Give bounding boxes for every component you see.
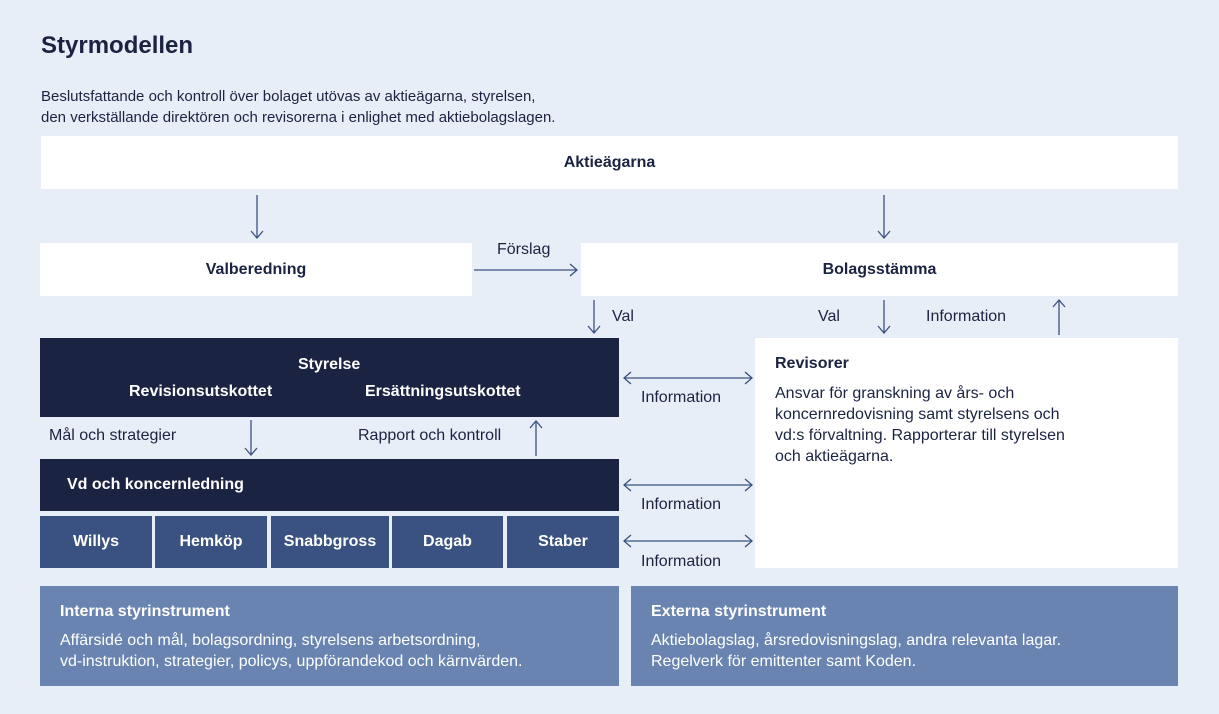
shareholders-box: Aktieägarna: [41, 136, 1178, 189]
auditors-text-line: och aktieägarna.: [775, 448, 894, 465]
unit-dagab: Dagab: [392, 516, 503, 568]
internal-instruments-box: Interna styrinstrument Affärsidé och mål…: [40, 586, 619, 686]
info-board-label: Information: [641, 389, 722, 406]
internal-instruments-line: vd-instruktion, strategier, policys, upp…: [60, 653, 523, 670]
description-line: Beslutsfattande och kontroll över bolage…: [41, 88, 536, 105]
unit-hemkop: Hemköp: [155, 516, 267, 568]
double-arrow-icon: [623, 478, 753, 492]
external-instruments-title: Externa styrinstrument: [651, 603, 827, 620]
page-description: Beslutsfattande och kontroll över bolage…: [41, 86, 641, 128]
report-label: Rapport och kontroll: [358, 427, 502, 444]
information-up-label: Information: [926, 308, 1007, 325]
arrow-up-icon: [1052, 299, 1066, 335]
audit-committee-label: Revisionsutskottet: [129, 383, 273, 400]
arrow-down-icon: [877, 195, 891, 239]
goals-label: Mål och strategier: [49, 427, 177, 444]
unit-staber: Staber: [507, 516, 619, 568]
proposal-label: Förslag: [497, 241, 551, 258]
external-instruments-line: Aktiebolagslag, årsredovisningslag, andr…: [651, 632, 1062, 649]
internal-instruments-title: Interna styrinstrument: [60, 603, 230, 620]
election-auditors-label: Val: [818, 308, 840, 325]
arrow-down-icon: [587, 300, 601, 334]
arrow-down-icon: [244, 420, 258, 456]
arrow-down-icon: [250, 195, 264, 239]
info-ceo-label: Information: [641, 496, 722, 513]
election-board-label: Val: [612, 308, 634, 325]
double-arrow-icon: [623, 534, 753, 548]
ceo-label: Vd och koncernledning: [67, 476, 244, 493]
remuneration-committee-label: Ersättningsutskottet: [365, 383, 521, 400]
page-title: Styrmodellen: [41, 32, 194, 59]
arrow-up-icon: [529, 420, 543, 456]
auditors-box: Revisorer Ansvar för granskning av års- …: [755, 338, 1178, 568]
external-instruments-box: Externa styrinstrument Aktiebolagslag, å…: [631, 586, 1178, 686]
auditors-text-line: koncernredovisning samt styrelsens och: [775, 406, 1060, 423]
external-instruments-line: Regelverk för emittenter samt Koden.: [651, 653, 917, 670]
auditors-title: Revisorer: [775, 355, 849, 372]
info-units-label: Information: [641, 553, 722, 570]
auditors-text-line: Ansvar för granskning av års- och: [775, 385, 1015, 402]
auditors-text-line: vd:s förvaltning. Rapporterar till styre…: [775, 427, 1065, 444]
arrow-right-icon: [474, 263, 578, 277]
description-line: den verkställande direktören och revisor…: [41, 109, 556, 126]
nomination-committee-box: Valberedning: [40, 243, 472, 296]
board-title: Styrelse: [298, 356, 361, 373]
board-box: Styrelse Revisionsutskottet Ersättningsu…: [40, 338, 619, 417]
ceo-box: Vd och koncernledning: [40, 459, 619, 511]
unit-snabbgross: Snabbgross: [271, 516, 389, 568]
agm-box: Bolagsstämma: [581, 243, 1178, 296]
unit-willys: Willys: [40, 516, 152, 568]
arrow-down-icon: [877, 300, 891, 334]
internal-instruments-line: Affärsidé och mål, bolagsordning, styrel…: [60, 632, 481, 649]
double-arrow-icon: [623, 371, 753, 385]
